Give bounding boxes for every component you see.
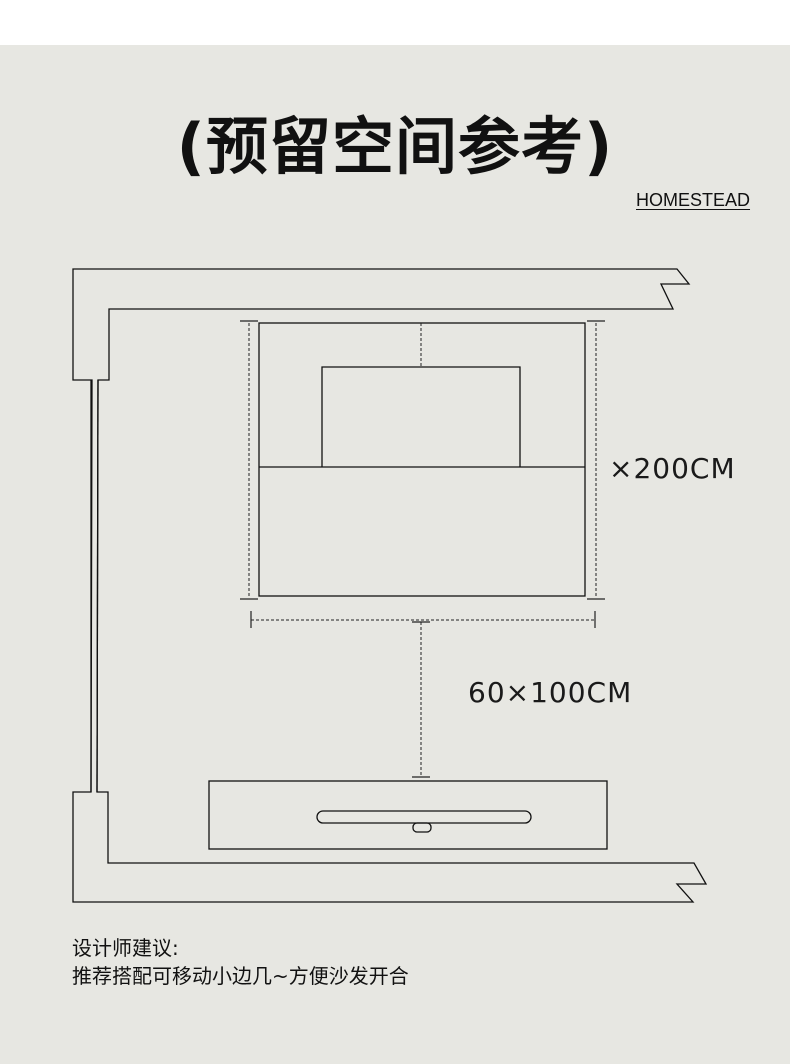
brand-label: HOMESTEAD — [636, 190, 751, 210]
designer-note-heading: 设计师建议: — [72, 936, 179, 960]
tv-cabinet — [208, 780, 608, 850]
designer-note-text: 推荐搭配可移动小边几~方便沙发开合 — [72, 964, 409, 988]
room-wall-outline — [72, 268, 708, 903]
wall-strip-right — [96, 379, 99, 793]
sofa-backrest — [321, 366, 521, 467]
gap-dimension-label: 60×100CM — [468, 676, 633, 709]
background-panel — [0, 45, 790, 1064]
tv-stand — [412, 822, 432, 833]
sofa-bed-frame — [258, 322, 586, 597]
bed-dimension-label: ×200CM — [609, 452, 736, 485]
page-title: (预留空间参考) — [176, 110, 614, 183]
tv-screen — [316, 810, 532, 824]
